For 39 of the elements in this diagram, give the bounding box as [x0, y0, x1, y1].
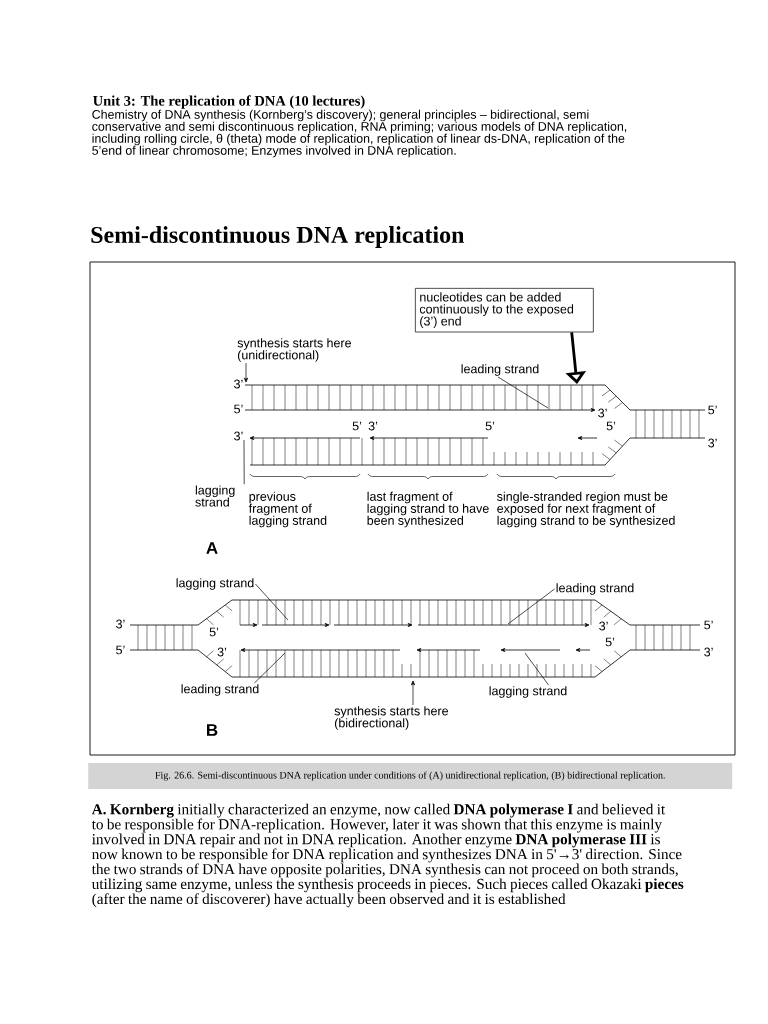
leader-line	[243, 439, 245, 485]
leader-line	[255, 583, 289, 621]
strand-end-label: 3’	[599, 621, 608, 631]
panel-letter: A	[206, 542, 218, 554]
strand-end-label: 5’	[209, 627, 219, 637]
replication-bubble-drawing	[129, 599, 701, 678]
panel-letter: B	[207, 724, 218, 736]
leader-label: lagging strand	[489, 686, 567, 698]
strand-end-label: 3’	[234, 431, 243, 441]
caption: Fig. 26.6. Semi-discontinuous DNA replication under conditions of (A) unidirectional replication, (B) bidirectional replication.	[88, 763, 733, 789]
strand-end-label: 3’	[234, 379, 243, 389]
callout-box: nucleotides can be added continuously to the exposed (3’) end	[415, 288, 594, 333]
leader-line	[497, 376, 549, 409]
leader-label: synthesis starts here (bidirectional)	[334, 706, 448, 730]
leader-label: lagging strand	[195, 485, 235, 507]
brace-label: single-stranded region must be exposed for next fragment of lagging strand to be synthesized	[497, 491, 675, 528]
leader-label: lagging strand	[176, 578, 254, 590]
heading: Semi-discontinuous DNA replication	[91, 226, 465, 248]
leader-label: leading strand	[181, 684, 259, 696]
dna-fork-drawing	[244, 384, 706, 466]
brace-label: last fragment of lagging strand to have been synthesized	[367, 491, 489, 528]
strand-end-label: 3’	[368, 421, 378, 431]
paragraph: Chemistry of DNA synthesis (Kornberg’s discovery); general principles – bidirectional, semi conservative and semi discontinuous replication, RNA priming; various models of DNA replication, including rolling circle, θ (theta) mode of replication, replication of linear ds-DNA, replication of the 5’end of linear chromosome; Enzymes involved in DNA replication.	[92, 109, 627, 158]
leader-label: leading strand	[556, 583, 634, 595]
leader-label: synthesis starts here (unidirectional)	[237, 338, 351, 362]
strand-end-label: 3’	[598, 408, 607, 418]
leader-line	[507, 588, 555, 625]
arrow	[410, 680, 416, 706]
leader-label: leading strand	[461, 364, 539, 376]
arrow	[243, 362, 249, 383]
strand-end-label: 5’	[605, 637, 615, 647]
strand-end-label: 5’	[352, 421, 362, 431]
paragraph: A. Kornberg initially characterized an enzyme, now called DNA polymerase I and believed it to be responsible for DNA-replication. However, later it was shown that this enzyme is mainly involved in DNA repair and not in DNA replication. Another enzyme DNA polymerase III is now known to be responsible for DNA replication and synthesizes DNA in 5'→3' direction. Since the two strands of DNA have opposite polarities, DNA synthesis can not proceed on both strands, utilizing same enzyme, unless the synthesis proceeds in pieces. Such pieces called Okazaki pieces (after the name of discoverer) have actually been observed and it is established	[91, 803, 684, 908]
heading: Unit 3: The replication of DNA (10 lectures)	[93, 95, 365, 109]
strand-end-label: 5’	[485, 421, 495, 431]
brace-label: previous fragment of lagging strand	[248, 491, 327, 528]
leader-line	[254, 652, 286, 684]
strand-end-label: 3’	[217, 647, 227, 657]
strand-end-label: 5’	[606, 421, 616, 431]
